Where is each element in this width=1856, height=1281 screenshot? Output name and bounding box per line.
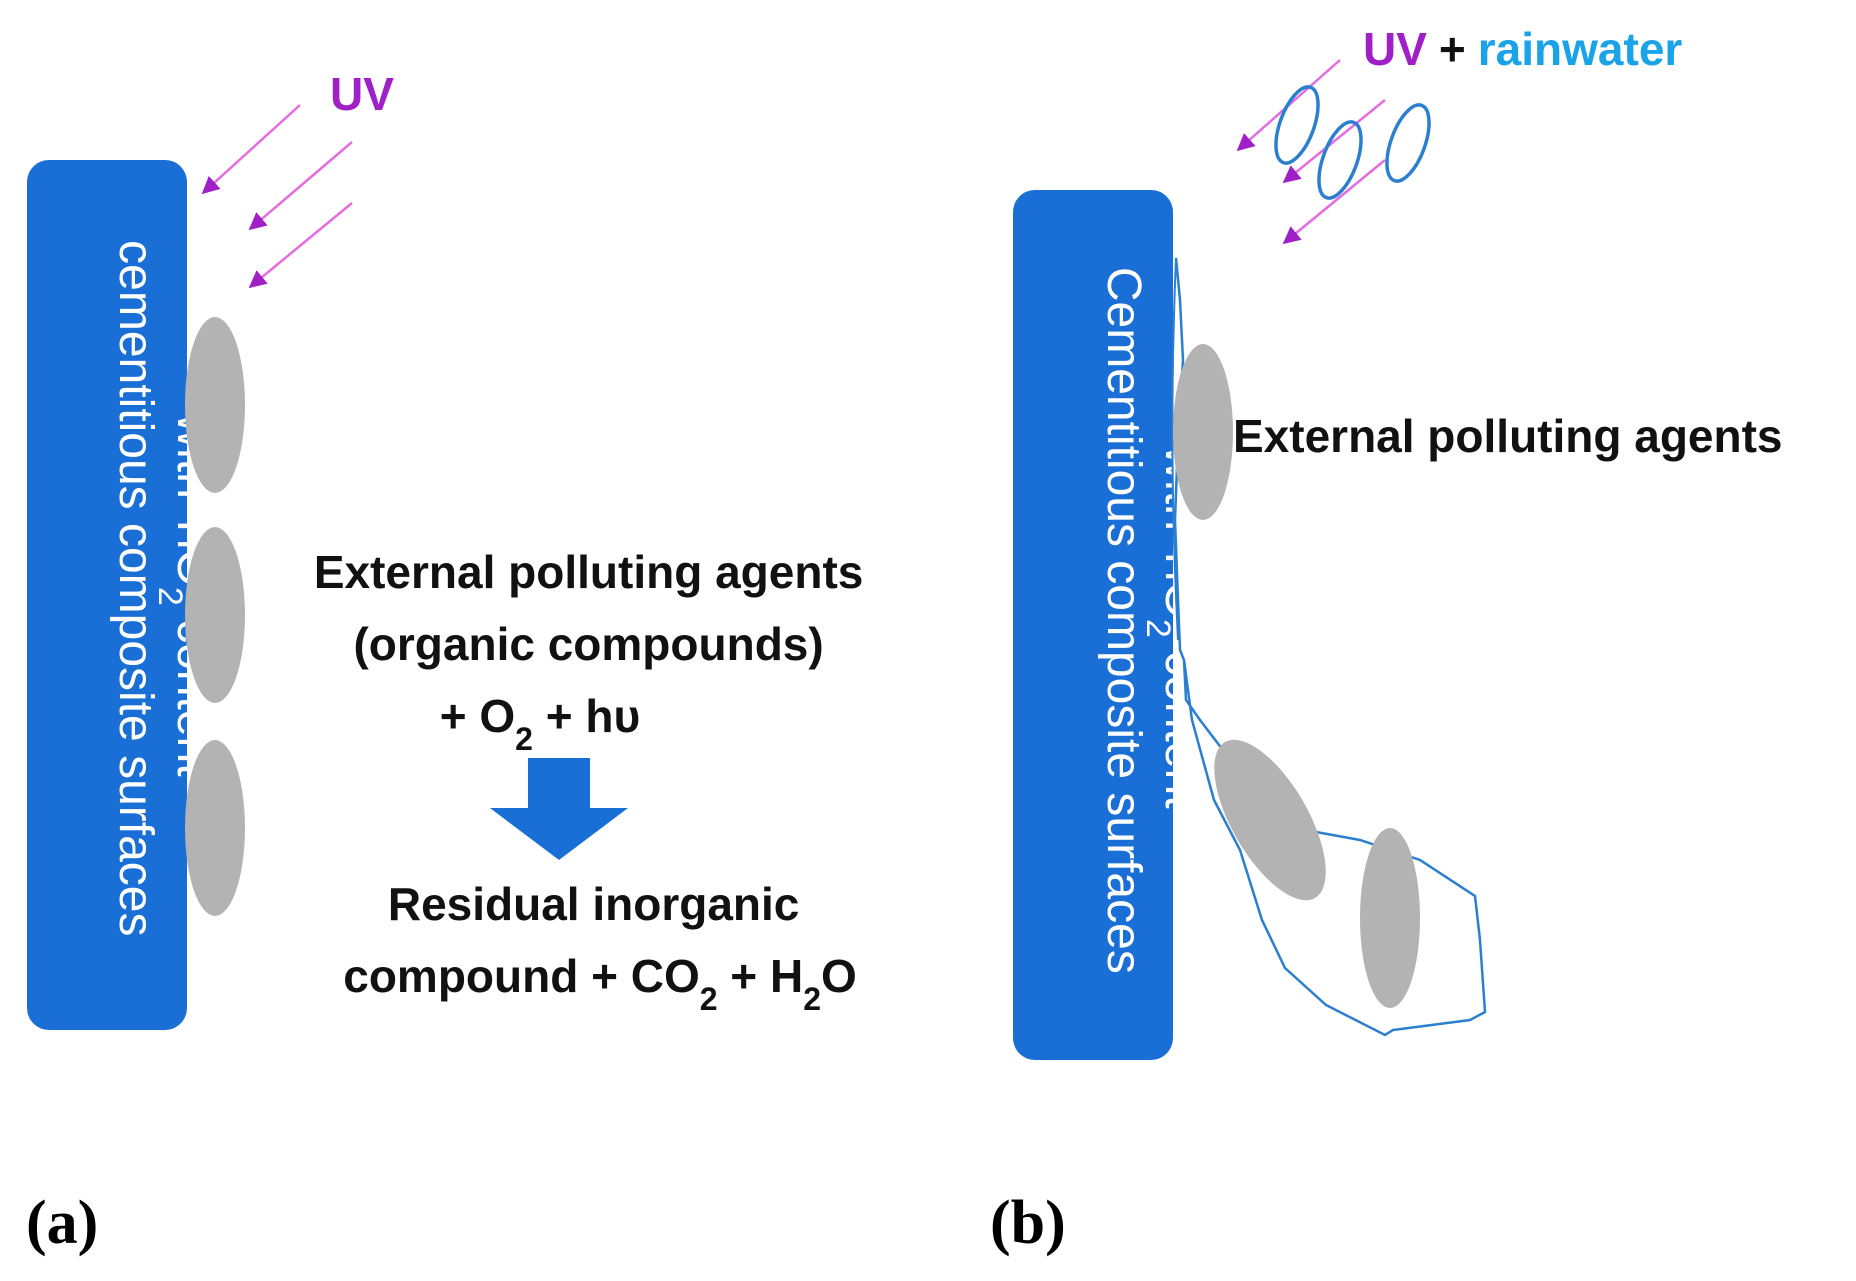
uv-rain-label: UV+rainwater <box>1363 23 1682 75</box>
pollutant-label-b: External polluting agents <box>1233 410 1783 462</box>
surface-label-a: cementitious composite surfaces with TiO… <box>109 240 220 950</box>
raindrop <box>1385 103 1431 183</box>
uv-label-a: UV <box>330 68 394 120</box>
raindrop <box>1274 85 1320 165</box>
reaction-down-arrow <box>490 758 628 860</box>
caption-a: (a) <box>26 1189 99 1257</box>
panel-b: Cementitious composite surfaces with TiO… <box>1013 23 1783 1060</box>
raindrop <box>1317 120 1363 200</box>
uv-ray-arrow <box>248 202 353 289</box>
cement-wall-b <box>1013 190 1173 1060</box>
pollutant-particle <box>185 317 245 493</box>
water-film-edge <box>1171 257 1179 641</box>
uv-ray-arrow <box>201 104 301 195</box>
product-text: Residual inorganic compound + CO2 + H2O <box>343 878 857 1017</box>
pollutant-particle <box>185 740 245 916</box>
uv-ray-arrow <box>248 141 353 231</box>
uv-ray-arrow <box>1282 159 1386 245</box>
pollutant-particle <box>1173 344 1233 520</box>
panel-a: cementitious composite surfaces with TiO… <box>27 68 876 1030</box>
reaction-text: External polluting agents (organic compo… <box>314 546 876 757</box>
caption-b: (b) <box>990 1189 1066 1257</box>
uv-ray-arrow <box>1282 99 1386 184</box>
cement-wall-a <box>27 160 187 1030</box>
pollutant-particle-washed <box>1214 739 1326 901</box>
pollutant-particle-washed <box>1360 828 1420 1008</box>
pollutant-particle <box>185 527 245 703</box>
